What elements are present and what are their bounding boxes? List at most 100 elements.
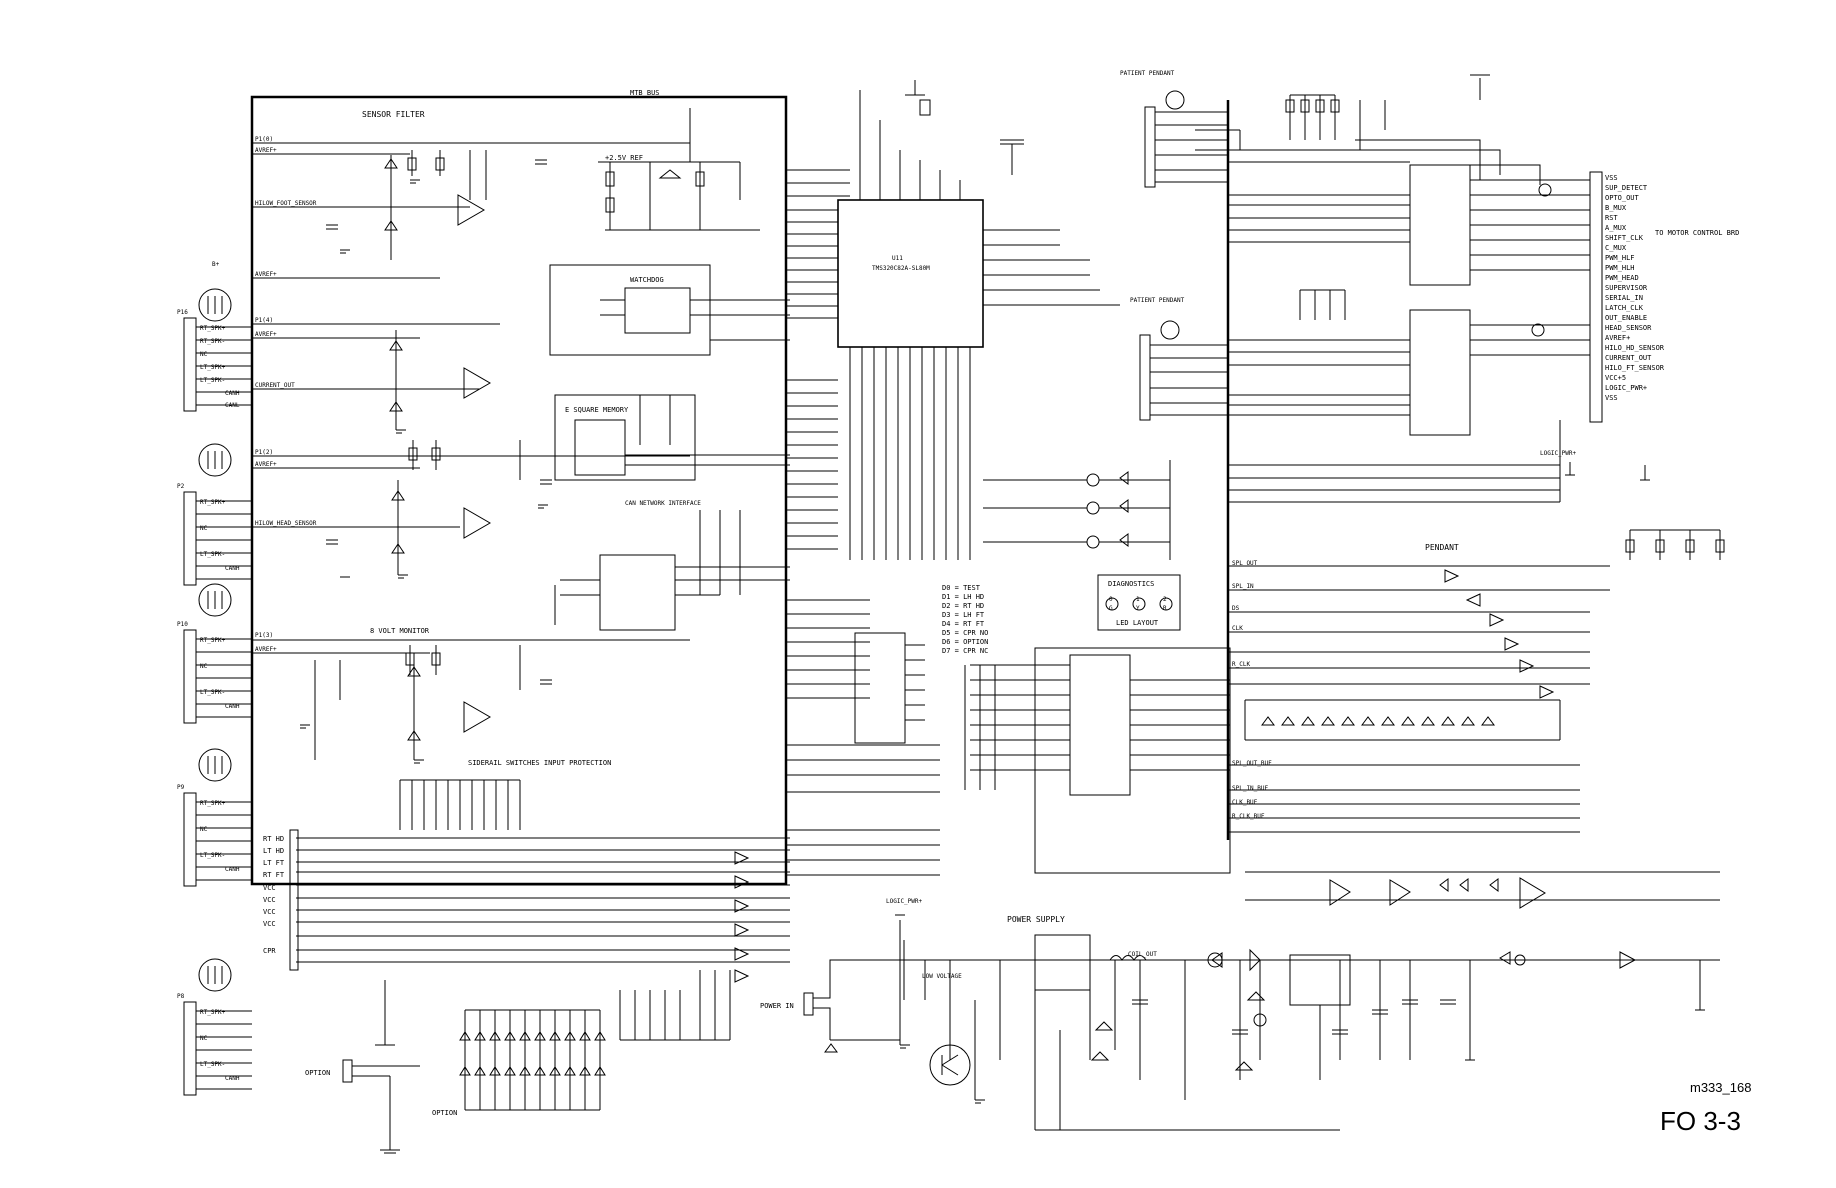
pendant-ds: DS [1232,605,1240,612]
siderail-title: SIDERAIL SWITCHES INPUT PROTECTION [468,759,611,767]
p10-pin-nc: NC [200,663,208,670]
uc-part: TMS320C82A-SL80M [872,265,930,272]
bus-b-mux: B_MUX [1605,204,1627,212]
input-vcc-2: VCC [263,896,276,904]
pendant-title: PENDANT [1425,543,1459,552]
microcontroller-u11: U11 TMS320C82A-SL80M [786,80,1120,560]
can-section: CAN NETWORK INTERFACE [554,500,790,631]
pendant-section: PENDANT SPL_OUT SPL_IN DS CLK R_CLK SPL_… [1228,529,1725,833]
p9-pin-rtspk-plus: RT_SPK+ [200,800,226,807]
bvolt-title: 8 VOLT MONITOR [370,627,430,635]
low-voltage-label: LOW VOLTAGE [922,973,962,980]
option-tp-label: OPTION [432,1109,457,1117]
patient-pendant-mid: PATIENT PENDANT [1130,297,1228,421]
led-layout-label: LED LAYOUT [1116,619,1159,627]
bus-logic-pwr: LOGIC_PWR+ [1605,384,1647,392]
connector-p2: P2 RT_SPK+ NC LT_SPK- CANH [177,443,252,586]
option-section: OPTION OPTION [305,980,457,1154]
bus-out-enable: OUT_ENABLE [1605,314,1647,322]
connector-p8: P8 RT_SPK+ NC LT_SPK- CANH [177,958,252,1096]
pendant-spl-out-buf: SPL_OUT_BUF [1232,760,1272,767]
led-letter-g: G [1109,605,1113,612]
diag-decoder: D0 = TEST D1 = LH HD D2 = RT HD D3 = LH … [854,584,988,744]
bus-head-sensor: HEAD_SENSOR [1605,324,1652,332]
p9-pin-canh: CANH [225,866,240,873]
watchdog-section: WATCHDOG [549,264,790,356]
patient-pendant-title-2: PATIENT PENDANT [1130,297,1185,304]
input-lt-ft: LT FT [263,859,285,867]
siderail-input-labels: RT HD LT HD LT FT RT FT VCC VCC VCC VCC … [263,835,285,955]
signal-p1-0: P1(0) [255,136,273,143]
legend-d1: D1 = LH HD [942,593,984,601]
led-num-1: 1 [1136,596,1140,603]
input-rt-ft: RT FT [263,871,285,879]
bvolt-section: 8 VOLT MONITOR [300,627,430,760]
p9-pin-nc: NC [200,826,208,833]
p8-pin-canh: CANH [225,1075,240,1082]
diagnostics-legend: D0 = TEST D1 = LH HD D2 = RT HD D3 = LH … [942,584,988,655]
input-vcc-4: VCC [263,920,276,928]
signal-avref-5: AVREF+ [255,646,277,653]
figure-label: FO 3-3 [1660,1106,1741,1136]
pendant-clk: CLK [1232,625,1243,632]
signal-avref-2: AVREF+ [255,271,277,278]
p8-pin-rtspk-plus: RT_SPK+ [200,1009,226,1016]
signal-hilow-foot: HILOW_FOOT_SENSOR [255,200,317,207]
power-in-label: POWER IN [760,1002,794,1010]
bus-hilo-hd-sensor: HILO_HD_SENSOR [1605,344,1665,352]
signal-avref-3: AVREF+ [255,331,277,338]
sensor-filter-section: SENSOR FILTER P1(0) AVREF+ HILOW_FOOT_SE… [252,110,690,764]
bus-shift-clk: SHIFT_CLK [1605,234,1644,242]
right-bus-labels: VSS SUP_DETECT OPTO_OUT B_MUX RST A_MUX … [1605,174,1665,402]
eeprom-title: E SQUARE MEMORY [565,406,629,414]
logic-pwr-label: LOGIC_PWR+ [1540,450,1577,457]
left-connectors: P16 B+ RT_SPK+ RT_SPK- NC LT_SPK+ LT_SPK… [177,261,252,1096]
bus-a-mux: A_MUX [1605,224,1627,232]
signal-p1-4: P1(4) [255,317,273,324]
opto-chain [1245,871,1720,909]
p10-pin-ltspk-minus: LT_SPK- [200,689,225,696]
signal-p1-3: P1(3) [255,632,273,639]
signal-p1-2: P1(2) [255,449,273,456]
bus-serial-in: SERIAL_IN [1605,294,1643,302]
diagnostics-title: DIAGNOSTICS [1108,580,1154,588]
status-leds [983,460,1171,560]
p10-pin-canh: CANH [225,703,240,710]
connector-p10-label: P10 [177,621,188,628]
power-supply-title: POWER SUPPLY [1007,915,1065,924]
mtb-bus-title: MTB BUS [630,89,660,97]
connector-p2-label: P2 [177,483,185,490]
patient-pendant-top: PATIENT PENDANT [1120,70,1241,188]
mtb-right-signals [786,169,940,876]
legend-d2: D2 = RT HD [942,602,984,610]
sensor-filter-title: SENSOR FILTER [362,110,425,119]
bus-opto-out: OPTO_OUT [1605,194,1640,202]
bus-supervisor: SUPERVISOR [1605,284,1648,292]
ref-title: +2.5V REF [605,154,643,162]
connector-p9-label: P9 [177,784,185,791]
pendant-r-clk: R_CLK [1232,661,1250,668]
p2-pin-nc: NC [200,525,208,532]
mtb-bus-block: MTB BUS [250,89,788,886]
pendant-spl-out: SPL_OUT [1232,560,1258,567]
signal-avref-1: AVREF+ [255,147,277,154]
connector-p8-label: P8 [177,993,185,1000]
bus-avref: AVREF+ [1605,334,1630,342]
pendant-spl-in-buf: SPL_IN_BUF [1232,785,1269,792]
p10-pin-rtspk-plus: RT_SPK+ [200,637,226,644]
signal-current-out: CURRENT_OUT [255,382,295,389]
legend-d3: D3 = LH FT [942,611,985,619]
power-led-line [1440,951,1720,1011]
input-rt-hd: RT HD [263,835,284,843]
p2-pin-canh: CANH [225,565,240,572]
bus-current-out: CURRENT_OUT [1605,354,1652,362]
led-num-2: 2 [1163,596,1167,603]
legend-d4: D4 = RT FT [942,620,985,628]
p9-pin-ltspk-minus: LT_SPK- [200,852,225,859]
pendant-clk-buf: CLK_BUF [1232,799,1258,806]
input-vcc-1: VCC [263,884,276,892]
legend-d7: D7 = CPR NC [942,647,988,655]
input-vcc-3: VCC [263,908,276,916]
uc-label: U11 [892,255,903,262]
